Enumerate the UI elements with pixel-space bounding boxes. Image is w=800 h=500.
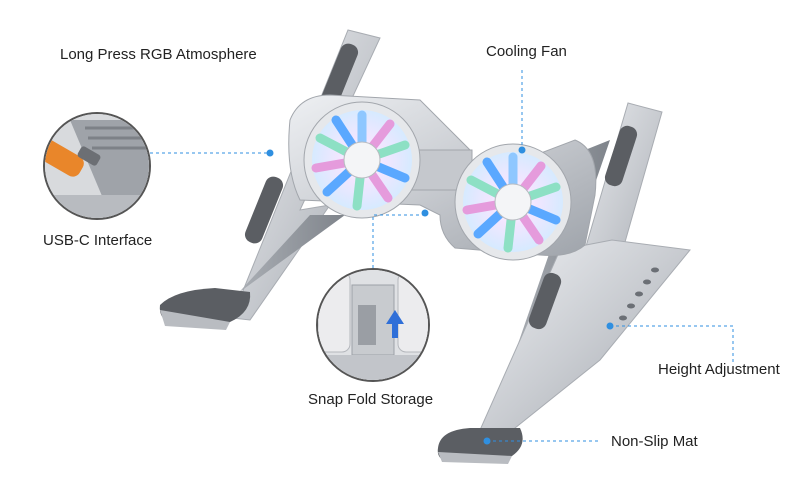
fan-icon [303, 101, 421, 219]
snap-fold-inset [316, 268, 430, 382]
label-usb-c-interface: USB-C Interface [43, 232, 153, 249]
fan-icon [454, 143, 572, 261]
label-snap-fold-storage: Snap Fold Storage [308, 391, 434, 408]
up-arrow-icon [386, 310, 404, 338]
label-non-slip-mat: Non-Slip Mat [611, 433, 698, 450]
usb-c-plug-icon [45, 116, 101, 177]
label-cooling-fan: Cooling Fan [486, 43, 567, 60]
label-rgb-atmosphere: Long Press RGB Atmosphere [60, 46, 257, 63]
callout-lines [150, 70, 734, 442]
usb-c-inset [43, 112, 151, 220]
callout-dots [266, 146, 614, 445]
label-height-adjustment: Height Adjustment [658, 361, 780, 378]
